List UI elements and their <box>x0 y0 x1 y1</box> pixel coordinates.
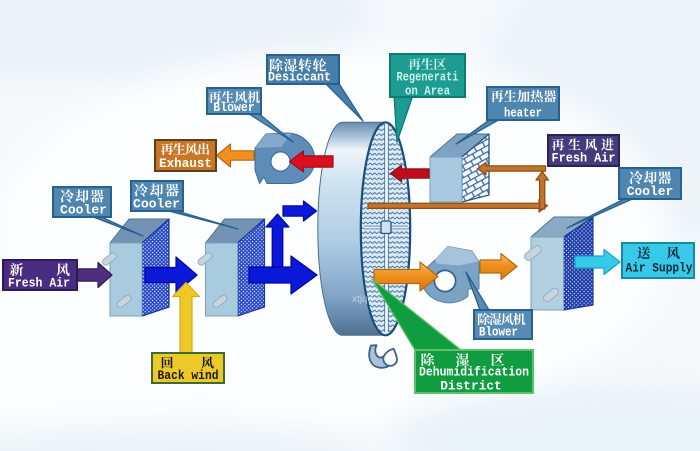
svg-text:Fresh Air: Fresh Air <box>552 152 616 166</box>
svg-text:Air Supply: Air Supply <box>626 262 693 276</box>
svg-text:Back wind: Back wind <box>158 369 219 383</box>
svg-text:Desiccant: Desiccant <box>268 71 331 85</box>
svg-text:Dehumidification: Dehumidification <box>419 366 529 380</box>
svg-text:Fresh Air: Fresh Air <box>8 277 70 291</box>
svg-text:Cooler: Cooler <box>627 185 674 199</box>
svg-text:xtjqd: xtjqd <box>352 294 373 305</box>
svg-text:heater: heater <box>504 107 542 121</box>
svg-text:Cooler: Cooler <box>133 198 180 212</box>
svg-text:Cooler: Cooler <box>60 204 107 218</box>
svg-text:on Area: on Area <box>405 85 450 99</box>
svg-text:Blower: Blower <box>479 326 518 340</box>
svg-text:Exhaust: Exhaust <box>159 157 212 171</box>
svg-text:District: District <box>440 380 502 394</box>
svg-text:Regenerati: Regenerati <box>397 71 459 85</box>
svg-text:Blower: Blower <box>213 101 255 115</box>
